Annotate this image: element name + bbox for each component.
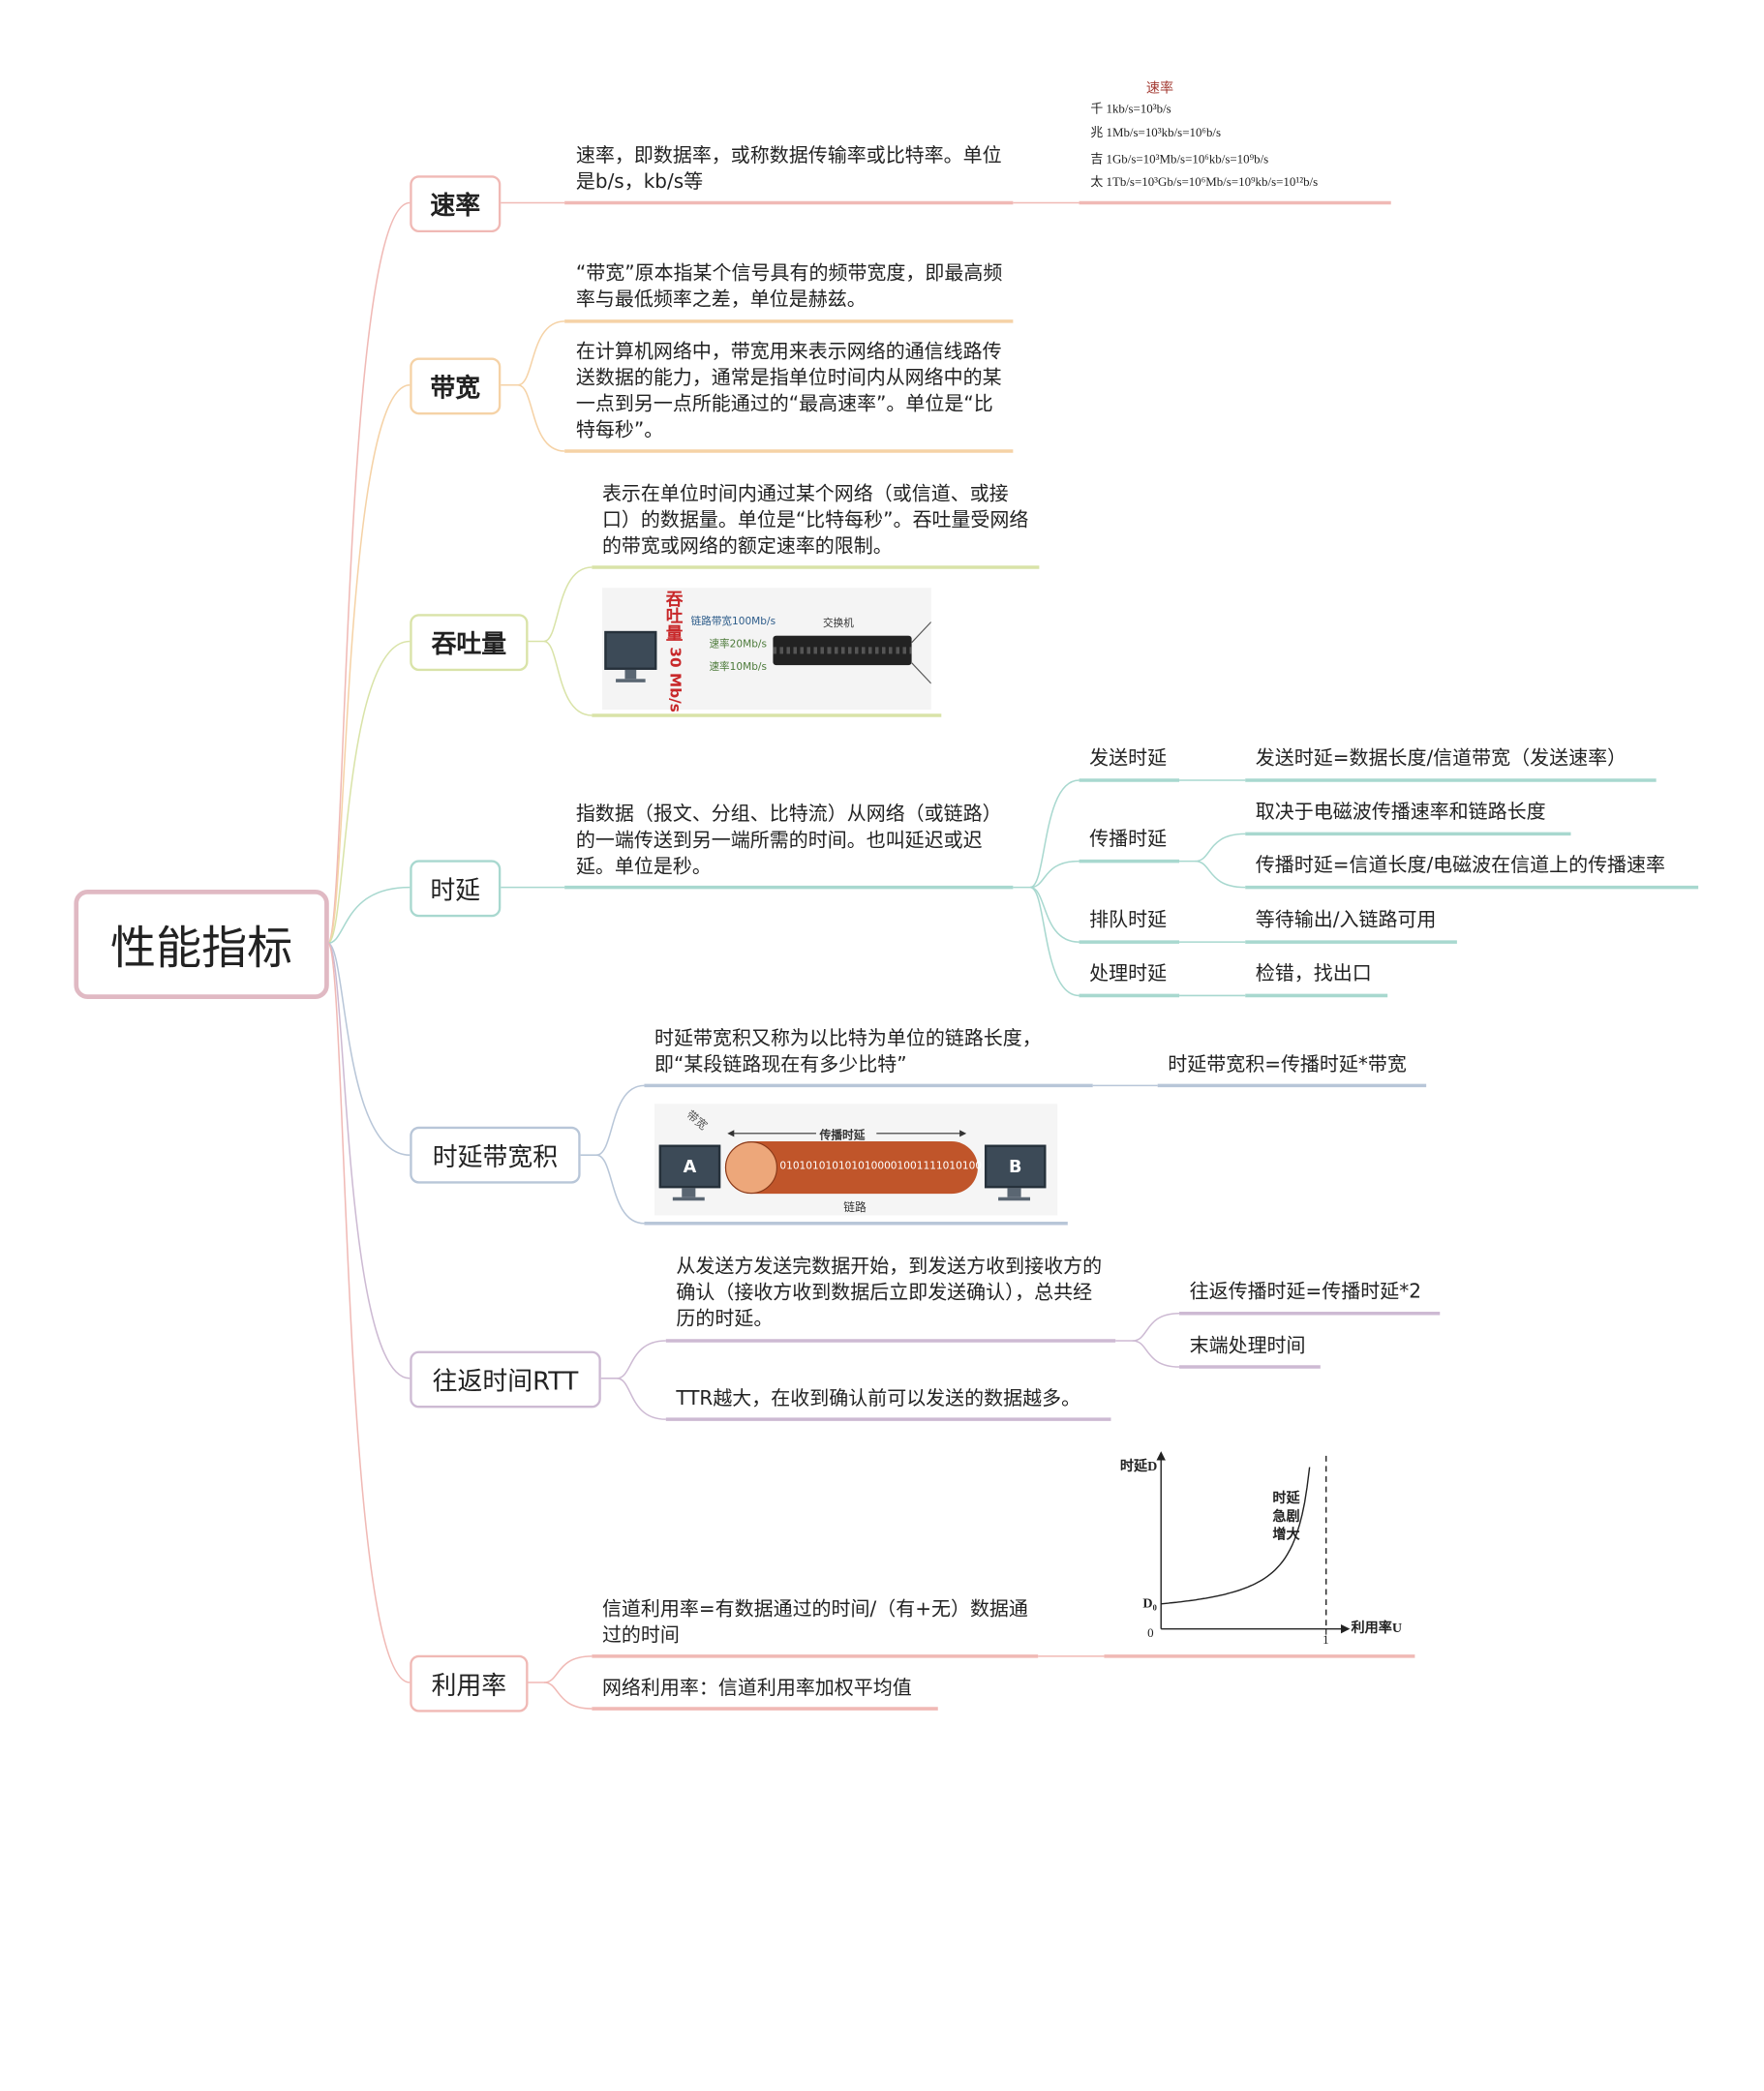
computer-icon [604, 630, 657, 670]
propagation-delay-formula: 传播时延=信道长度/电磁波在信道上的传播速率 [1255, 854, 1666, 878]
connector-lines [326, 200, 1699, 1711]
utilization-delay-chart: 时延D 利用率U D₀ 0 1 时延急剧增大 [1112, 1448, 1405, 1650]
topic-utilization[interactable]: 利用率 [410, 1654, 529, 1712]
speed-unit-table: 速率 千 1kb/s=10³b/s 兆 1Mb/s=10³kb/s=10⁶b/s… [1085, 77, 1380, 197]
host-a-icon: A [658, 1144, 721, 1189]
propagation-delay-label: 传播时延 [819, 1130, 866, 1143]
unit-formula: 1Mb/s=10³kb/s=10⁶b/s [1106, 126, 1222, 140]
speed-table-row: 太 1Tb/s=10³Gb/s=10⁶Mb/s=10⁹kb/s=10¹²b/s [1090, 171, 1318, 196]
topic-speed[interactable]: 速率 [410, 175, 502, 233]
rtt-note: TTR越大，在收到确认前可以发送的数据越多。 [676, 1387, 1081, 1410]
x-tick-label: 1 [1323, 1633, 1329, 1648]
channel-utilization-description: 信道利用率=有数据通过的时间/（有+无）数据通过的时间 [601, 1597, 1028, 1648]
unit-prefix: 太 [1090, 175, 1104, 190]
propagation-arrow [727, 1130, 967, 1137]
delay-kind-processing[interactable]: 处理时延 [1089, 962, 1168, 985]
link-label-rate-20: 速率20Mb/s [709, 639, 768, 651]
rtt-end-processing: 末端处理时间 [1189, 1335, 1306, 1358]
switch-label: 交换机 [823, 618, 854, 630]
host-b-label: B [1009, 1156, 1022, 1177]
delay-description: 指数据（报文、分组、比特流）从网络（或链路）的一端传送到另一端所需的时间。也叫延… [575, 803, 1002, 879]
y-axis-arrow [1156, 1451, 1166, 1461]
link-label: 链路 [843, 1201, 867, 1215]
bandwidth-description-2: 在计算机网络中，带宽用来表示网络的通信线路传送数据的能力，通常是指单位时间内从网… [575, 340, 1002, 442]
origin-label: 0 [1147, 1626, 1154, 1641]
pipe-cross-section [724, 1141, 778, 1195]
queuing-delay-detail: 等待输出/入链路可用 [1255, 909, 1437, 932]
delay-kind-transmission[interactable]: 发送时延 [1089, 746, 1168, 771]
unit-prefix: 吉 [1090, 152, 1104, 167]
speed-table-row: 吉 1Gb/s=10³Mb/s=10⁶kb/s=10⁹b/s [1090, 148, 1268, 172]
speed-table-row: 兆 1Mb/s=10³kb/s=10⁶b/s [1090, 122, 1221, 146]
chart-annotation: 时延急剧增大 [1272, 1490, 1300, 1543]
dbp-figure: A B 0101010101010100001001111010100 带宽 传… [654, 1104, 1058, 1216]
rtt-description: 从发送方发送完数据开始，到发送方收到接收方的确认（接收方收到数据后立即发送确认）… [676, 1255, 1103, 1331]
throughput-description: 表示在单位时间内通过某个网络（或信道、或接口）的数据量。单位是“比特每秒”。吞吐… [601, 482, 1029, 559]
bit-stream: 0101010101010100001001111010100 [779, 1161, 983, 1172]
unit-prefix: 千 [1090, 102, 1104, 117]
speed-description: 速率，即数据率，或称数据传输率或比特率。单位是b/s，kb/s等 [575, 144, 1002, 195]
throughput-figure: 吞吐量 30 Mb/s 链路带宽100Mb/s 速率20Mb/s 速率10Mb/… [601, 588, 931, 712]
speed-table-row: 千 1kb/s=10³b/s [1090, 98, 1171, 122]
network-utilization-description: 网络利用率：信道利用率加权平均值 [601, 1677, 912, 1700]
throughput-vertical-label: 吞吐量 [663, 590, 684, 642]
delay-kind-queuing[interactable]: 排队时延 [1089, 909, 1168, 932]
x-axis-label: 利用率U [1351, 1620, 1403, 1636]
root-topic[interactable]: 性能指标 [74, 890, 329, 999]
delay-curve [1161, 1467, 1311, 1605]
dbp-formula: 时延带宽积=传播时延*带宽 [1168, 1053, 1407, 1076]
unit-formula: 1kb/s=10³b/s [1106, 102, 1171, 117]
x-axis-arrow [1340, 1623, 1351, 1634]
host-a-label: A [683, 1156, 697, 1177]
unit-formula: 1Tb/s=10³Gb/s=10⁶Mb/s=10⁹kb/s=10¹²b/s [1106, 175, 1319, 190]
processing-delay-detail: 检错，找出口 [1255, 962, 1372, 985]
topic-rtt[interactable]: 往返时间RTT [410, 1350, 601, 1409]
rtt-round-trip-propagation: 往返传播时延=传播时延*2 [1189, 1280, 1421, 1304]
throughput-link-lines [911, 621, 931, 684]
host-b-icon: B [984, 1144, 1047, 1189]
propagation-delay-factor: 取决于电磁波传播速率和链路长度 [1255, 801, 1546, 824]
dbp-description: 时延带宽积又称为以比特为单位的链路长度，即“某段链路现在有多少比特” [654, 1027, 1042, 1076]
topic-delay-bandwidth-product[interactable]: 时延带宽积 [410, 1126, 581, 1184]
throughput-vertical-value: 30 Mb/s [665, 647, 684, 712]
delay-kind-propagation[interactable]: 传播时延 [1089, 828, 1168, 851]
speed-table-title: 速率 [1145, 79, 1174, 96]
unit-formula: 1Gb/s=10³Mb/s=10⁶kb/s=10⁹b/s [1106, 152, 1269, 167]
switch-icon [773, 635, 912, 666]
topic-delay[interactable]: 时延 [410, 860, 502, 918]
bandwidth-description-1: “带宽”原本指某个信号具有的频带宽度，即最高频率与最低频率之差，单位是赫兹。 [575, 261, 1003, 312]
y-axis-label: 时延D [1119, 1458, 1158, 1474]
chart-svg [1156, 1451, 1351, 1635]
link-label-rate-10: 速率10Mb/s [709, 661, 768, 674]
link-label-bandwidth: 链路带宽100Mb/s [690, 616, 776, 628]
topic-bandwidth[interactable]: 带宽 [410, 357, 502, 415]
transmission-delay-formula: 发送时延=数据长度/信道带宽（发送速率） [1255, 746, 1627, 771]
y0-label: D₀ [1142, 1594, 1157, 1611]
unit-prefix: 兆 [1090, 126, 1104, 140]
topic-throughput[interactable]: 吞吐量 [410, 614, 529, 672]
